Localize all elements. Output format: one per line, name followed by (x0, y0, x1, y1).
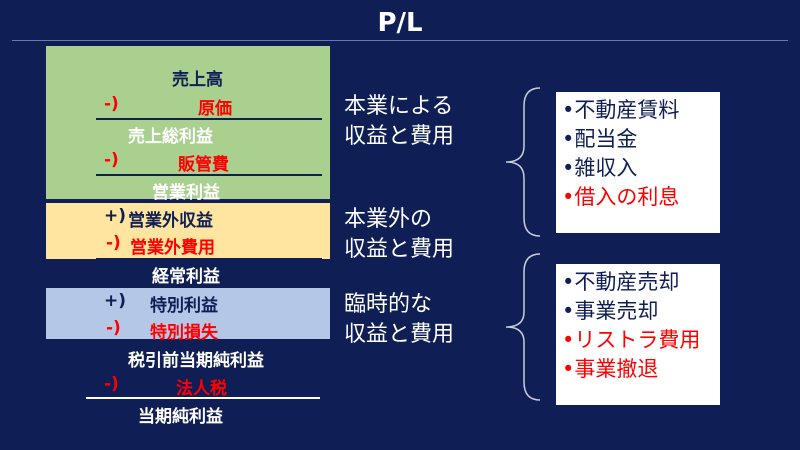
list-item: •不動産賃料 (562, 98, 680, 122)
extraordinary-band (46, 288, 330, 339)
pl-gross-profit: 売上総利益 (128, 127, 213, 147)
pl-ordinary-profit: 経常利益 (152, 267, 220, 287)
pl-sga: 販管費 (178, 155, 229, 175)
pl-net-profit: 当期純利益 (138, 407, 223, 427)
pl-nonop-income-operator: +) (104, 206, 127, 226)
title-divider (12, 40, 788, 41)
list-item: •借入の利息 (562, 185, 680, 209)
list-item: •不動産売却 (562, 270, 680, 294)
pl-separator (96, 118, 322, 120)
pl-pretax-profit: 税引前当期純利益 (128, 351, 264, 371)
left-brace-icon (505, 87, 541, 237)
pl-sales: 売上高 (172, 70, 223, 90)
pl-cogs-operator: -) (104, 94, 119, 114)
list-item: •配当金 (562, 127, 638, 151)
list-item: •事業売却 (562, 299, 659, 323)
extraordinary-examples-box: •不動産売却 •事業売却 •リストラ費用 •事業撤退 (556, 264, 720, 405)
extra-label-line2: 収益と費用 (344, 322, 455, 347)
pl-nonop-expense-operator: -) (106, 233, 121, 253)
left-brace-icon (505, 253, 541, 401)
list-item: •雑収入 (562, 156, 638, 180)
noncore-label-line1: 本業外の (344, 207, 433, 232)
pl-nonop-income: 営業外収益 (128, 211, 213, 231)
pl-sga-operator: -) (104, 150, 119, 170)
list-item: •事業撤退 (562, 357, 659, 381)
non-core-band (46, 203, 330, 259)
pl-separator (96, 258, 322, 260)
page-title: P/L (377, 8, 423, 38)
pl-nonop-expense: 営業外費用 (130, 238, 215, 258)
core-business-band (46, 46, 330, 199)
pl-extra-loss: 特別損失 (150, 323, 218, 343)
extra-label-line1: 臨時的な (344, 292, 433, 317)
pl-extra-gain: 特別利益 (150, 296, 218, 316)
noncore-label: 本業外の 収益と費用 (344, 205, 454, 265)
pl-extra-gain-operator: +) (104, 291, 127, 311)
extra-label: 臨時的な 収益と費用 (344, 290, 454, 350)
list-item: •リストラ費用 (562, 328, 701, 352)
nonop-examples-box: •不動産賃料 •配当金 •雑収入 •借入の利息 (556, 92, 720, 233)
pl-cogs: 原価 (198, 99, 232, 119)
pl-operating-profit: 営業利益 (152, 183, 220, 203)
noncore-label-line2: 収益と費用 (344, 237, 455, 262)
core-label-line2: 収益と費用 (344, 124, 455, 149)
core-label-line1: 本業による (344, 94, 454, 119)
pl-separator (86, 397, 320, 399)
pl-separator (96, 174, 322, 176)
pl-tax: 法人税 (176, 379, 227, 399)
core-label: 本業による 収益と費用 (344, 92, 454, 152)
pl-extra-loss-operator: -) (106, 318, 121, 338)
pl-tax-operator: -) (104, 374, 119, 394)
